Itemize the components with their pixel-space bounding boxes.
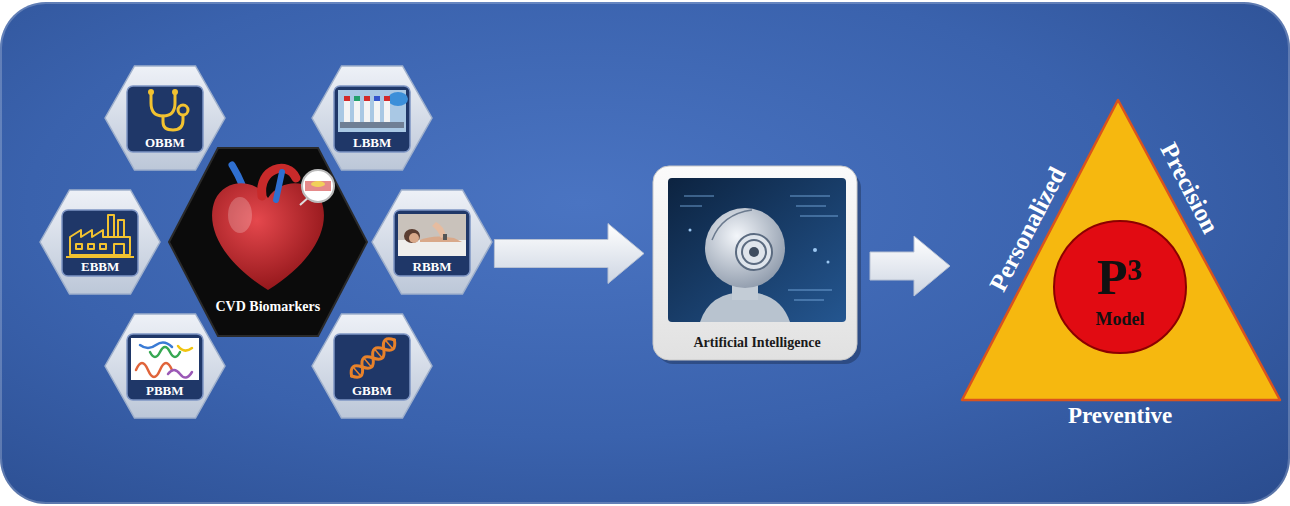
hexagon-tile	[105, 314, 225, 418]
ai-box	[653, 166, 857, 360]
node-outline	[311, 313, 433, 419]
robot-image	[668, 178, 846, 322]
icon-panel	[127, 334, 203, 400]
node-label: EBBM	[81, 260, 119, 275]
node-outline	[39, 189, 161, 295]
p3-circle-node: P³ Model	[1052, 219, 1188, 355]
robot-image	[742, 240, 766, 264]
lab-tubes-photo	[338, 90, 408, 132]
heart-illustration	[302, 170, 334, 202]
node-label: CVD Biomarkers	[216, 299, 321, 315]
lab-tubes-photo	[388, 92, 408, 106]
biomarker-hexagon: PBBM	[104, 313, 226, 419]
ai-node: Artificial Intelligence	[652, 165, 862, 365]
biomarker-hexagon: OBBM	[104, 65, 226, 171]
node-label: PBBM	[146, 384, 184, 399]
robot-image	[736, 234, 772, 270]
biomarker-hexagon: GBBM	[311, 313, 433, 419]
lab-tubes-photo	[354, 100, 360, 124]
node-label: P³	[1097, 252, 1143, 302]
biomarker-hexagon: CVD Biomarkers	[168, 147, 368, 337]
icon-panel	[127, 86, 203, 152]
robot-image	[689, 229, 692, 232]
biomarker-hexagon: EBBM	[39, 189, 161, 295]
node-label: GBBM	[352, 384, 392, 399]
ultrasound-photo	[398, 240, 466, 256]
flow-arrow	[870, 236, 950, 296]
ultrasound-photo	[404, 229, 420, 243]
node-label: Personalized	[984, 162, 1072, 296]
protein-structure-photo	[136, 363, 172, 377]
p3-triangle-node: Personalized PrecisionPreventive P³ Model	[958, 98, 1286, 436]
node-outline	[104, 313, 226, 419]
heart-illustration	[311, 181, 325, 187]
lab-tubes-photo	[340, 122, 404, 128]
lab-tubes-photo	[364, 100, 370, 124]
icon-panel	[334, 86, 410, 152]
robot-image	[668, 178, 846, 322]
heart-illustration	[228, 197, 252, 233]
hexagon-tile	[312, 66, 432, 170]
protein-structure-photo	[178, 346, 192, 351]
hexagon-tile	[40, 190, 160, 294]
lab-tubes-photo	[344, 96, 350, 101]
ultrasound-photo	[409, 233, 419, 243]
p3-triangle	[962, 100, 1280, 400]
center-hexagon	[169, 148, 367, 336]
node-outline	[371, 189, 493, 295]
flow-arrow	[494, 224, 644, 284]
hexagon-tile	[372, 190, 492, 294]
node-label: RBBM	[413, 260, 452, 275]
protein-structure-photo	[150, 347, 180, 357]
protein-structure-photo	[131, 338, 199, 380]
lab-tubes-photo	[374, 96, 380, 101]
protein-structure-photo	[131, 338, 199, 380]
icon-panel	[62, 210, 138, 276]
node-label: Preventive	[1068, 403, 1172, 429]
hexagon-tile	[312, 314, 432, 418]
stethoscope-icon	[174, 91, 177, 94]
robot-image	[749, 247, 759, 257]
robot-image	[827, 261, 830, 264]
lab-tubes-photo	[364, 96, 370, 101]
protein-structure-photo	[140, 342, 172, 348]
factory-icon	[66, 256, 134, 258]
node-label: Model	[1096, 310, 1145, 328]
biomarker-hexagon: LBBM	[311, 65, 433, 171]
node-outline	[311, 65, 433, 171]
ultrasound-photo	[398, 214, 466, 256]
lab-tubes-photo	[384, 96, 390, 101]
ultrasound-photo	[398, 214, 466, 256]
hexagon-tile	[105, 66, 225, 170]
lab-tubes-photo	[374, 100, 380, 124]
p3-circle	[1054, 221, 1186, 353]
lab-tubes-photo	[344, 100, 350, 124]
icon-panel	[394, 210, 470, 276]
ultrasound-photo	[443, 234, 447, 240]
robot-image	[813, 248, 817, 252]
robot-image	[705, 208, 785, 288]
lab-tubes-photo	[354, 96, 360, 101]
stethoscope-icon	[150, 91, 153, 94]
node-label: OBBM	[145, 136, 185, 151]
node-label: Precision	[1154, 138, 1225, 238]
protein-structure-photo	[168, 370, 192, 378]
node-label: Artificial Intelligence	[694, 335, 821, 351]
robot-image	[680, 196, 838, 300]
biomarker-hexagon: RBBM	[371, 189, 493, 295]
node-label: LBBM	[353, 136, 391, 151]
node-outline	[104, 65, 226, 171]
icon-panel	[334, 334, 410, 400]
heart-illustration	[305, 181, 331, 191]
lab-tubes-photo	[384, 100, 390, 124]
